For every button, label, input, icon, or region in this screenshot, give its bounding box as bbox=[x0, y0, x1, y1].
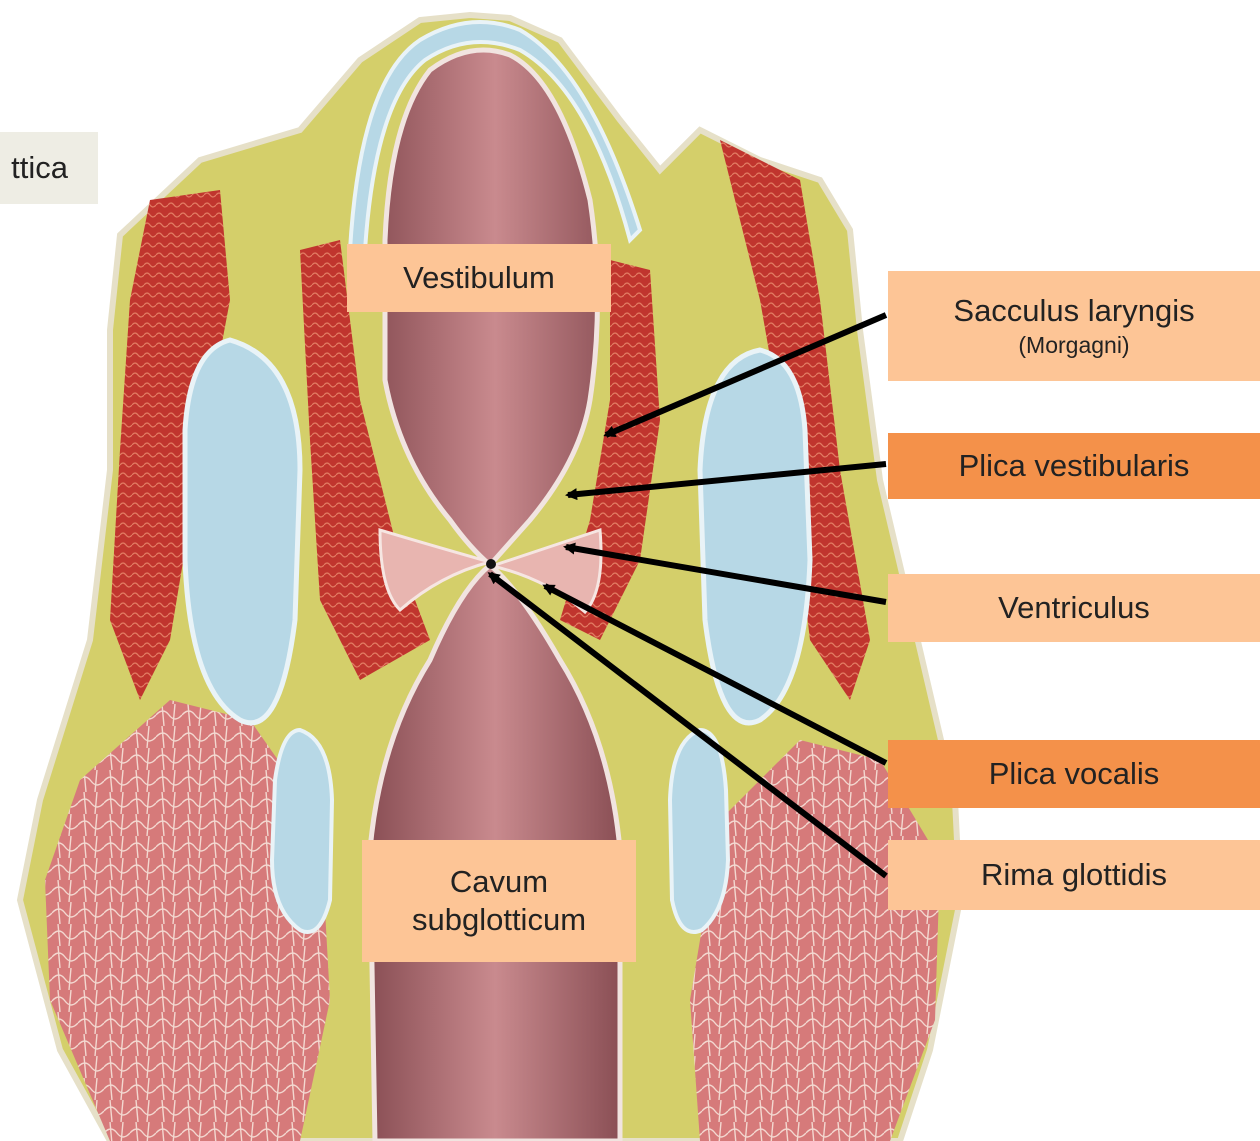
left-thyroid-cartilage bbox=[185, 340, 300, 723]
right-thyroid-cartilage bbox=[700, 350, 810, 723]
label-sacculus-text: Sacculus laryngis bbox=[953, 292, 1194, 330]
label-rima-glottidis: Rima glottidis bbox=[888, 840, 1260, 910]
label-vestibulum: Vestibulum bbox=[347, 244, 611, 312]
left-cricoid-cartilage bbox=[272, 730, 332, 932]
label-plica-vestibularis: Plica vestibularis bbox=[888, 433, 1260, 499]
label-cavum-line1: Cavum bbox=[450, 863, 548, 901]
glottis-point bbox=[486, 559, 496, 569]
label-ventriculus: Ventriculus bbox=[888, 574, 1260, 642]
label-ventriculus-text: Ventriculus bbox=[998, 589, 1150, 627]
label-plica-vocalis-text: Plica vocalis bbox=[989, 755, 1160, 793]
label-sacculus-laryngis: Sacculus laryngis (Morgagni) bbox=[888, 271, 1260, 381]
label-cavum-subglotticum: Cavum subglotticum bbox=[362, 840, 636, 962]
label-glottica-text: ttica bbox=[11, 149, 68, 187]
label-rima-glottidis-text: Rima glottidis bbox=[981, 856, 1167, 894]
label-vestibulum-text: Vestibulum bbox=[403, 259, 555, 297]
label-cavum-line2: subglotticum bbox=[412, 901, 586, 939]
right-cricoid-cartilage bbox=[670, 730, 728, 932]
label-sacculus-subtext: (Morgagni) bbox=[1018, 330, 1129, 360]
label-plica-vestibularis-text: Plica vestibularis bbox=[959, 447, 1190, 485]
label-plica-vocalis: Plica vocalis bbox=[888, 740, 1260, 808]
label-glottica: ttica bbox=[0, 132, 98, 204]
